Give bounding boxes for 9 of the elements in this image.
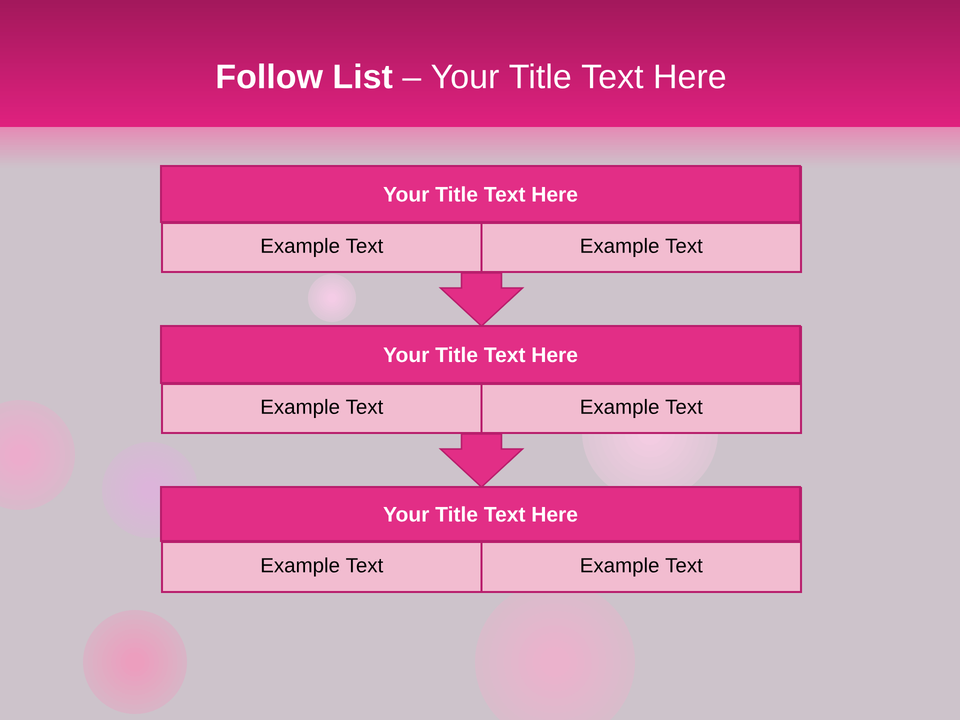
text-cell: Example Text [480,541,802,593]
block-arrow [438,272,524,328]
block-arrow [438,433,524,488]
text-cell: Example Text [161,383,482,434]
text-cell: Example Text [161,222,482,273]
text-cell: Example Text [161,541,482,593]
text-cell: Example Text [480,383,802,434]
text-cell: Example Text [480,222,802,273]
slide-title: Follow List – Your Title Text Here [218,64,726,88]
